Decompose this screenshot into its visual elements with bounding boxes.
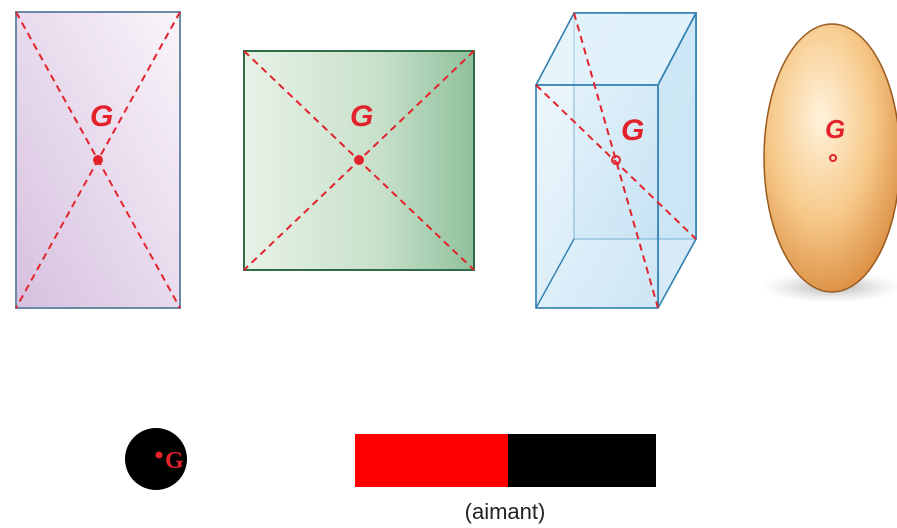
box-g-label: G: [621, 114, 644, 147]
box-diagonal-1: [573, 12, 659, 309]
ellipse-g-label: G: [825, 114, 845, 144]
magnet-black-half: [508, 434, 656, 487]
box-center-point: [611, 155, 621, 165]
square-figure: G: [243, 50, 475, 271]
rectangle-center-point: [93, 155, 103, 165]
box-hidden-edge-1: [535, 238, 575, 309]
magnet-figure: (aimant): [355, 434, 656, 524]
magnet-red-half: [355, 434, 508, 487]
square-g-label: G: [350, 100, 373, 133]
square-center-point: [354, 155, 364, 165]
disc-shape: [125, 428, 187, 490]
ellipse-figure: G: [760, 23, 897, 303]
ellipse-center-point: [829, 154, 837, 162]
rectangle-g-label: G: [90, 100, 113, 133]
rectangle-figure: G: [15, 11, 181, 309]
disc-g-label: G: [165, 448, 184, 474]
box-figure: G: [534, 12, 698, 309]
magnet-caption: (aimant): [465, 499, 546, 524]
disc-center-point: [155, 451, 163, 459]
box-diagonal-2: [535, 84, 697, 240]
disc-figure: G: [125, 428, 187, 490]
